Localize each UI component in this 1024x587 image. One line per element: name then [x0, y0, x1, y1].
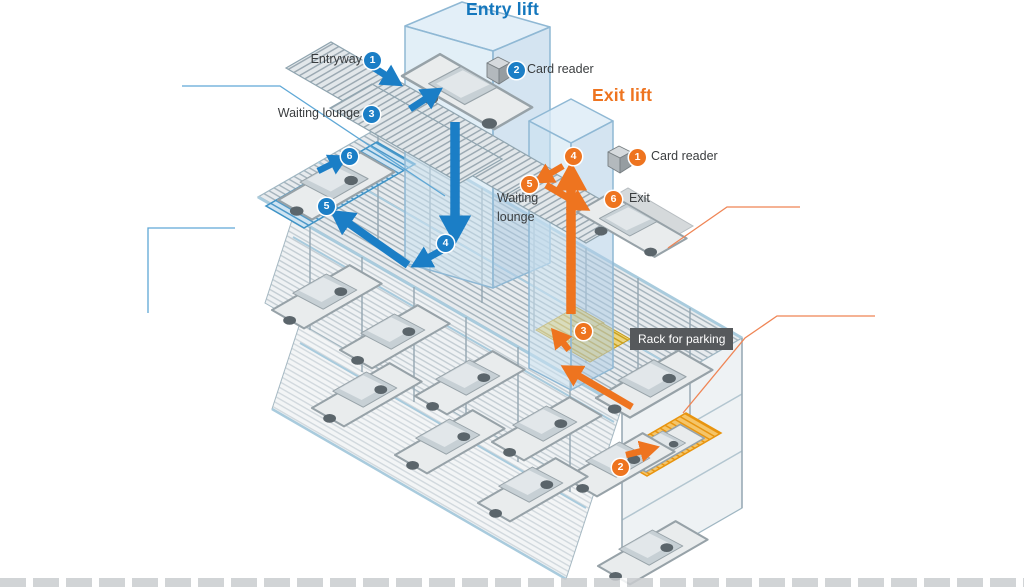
- arrow-to-lift-pallet: [550, 327, 573, 353]
- arrow-to-lounge: [533, 163, 565, 184]
- leader-orange-rack: [682, 315, 875, 414]
- arrow-to-lift: [408, 87, 443, 112]
- annotation-leaders: [147, 85, 875, 414]
- rack-for-parking-label: Rack for parking: [630, 328, 734, 350]
- leader-blue-rack: [147, 227, 235, 313]
- entry-step-6-badge: 6: [341, 148, 358, 165]
- card-reader-entry-icon: [486, 56, 511, 85]
- card-reader-entry-label: Card reader: [527, 62, 594, 76]
- arrow-to-exit: [544, 181, 591, 211]
- entry-step-3-badge: 3: [363, 106, 380, 123]
- entry-step-1-badge: 1: [364, 52, 381, 69]
- entry-step-4-badge: 4: [437, 235, 454, 252]
- waiting-lounge-entry-label: Waiting lounge: [277, 106, 360, 120]
- exit-step-6-badge: 6: [605, 191, 622, 208]
- exit-step-2-badge: 2: [612, 459, 629, 476]
- entry-lift-title: Entry lift: [466, 0, 539, 19]
- exit-step-4-badge: 4: [565, 148, 582, 165]
- leader-orange-exit: [667, 206, 800, 249]
- arrow-aisle-move: [329, 209, 411, 269]
- entryway-label: Entryway: [310, 52, 362, 66]
- bottom-crop-strip: [0, 578, 1024, 587]
- waiting-lounge-exit-label: Waiting lounge: [497, 191, 539, 224]
- parked-car: [596, 520, 709, 586]
- exit-step-5-badge: 5: [521, 176, 538, 193]
- entry-step-5-badge: 5: [318, 198, 335, 215]
- exit-step-1-badge: 1: [629, 149, 646, 166]
- exit-flow-arrows: [533, 161, 660, 463]
- arrow-slot-out: [625, 440, 660, 463]
- entry-step-2-badge: 2: [508, 62, 525, 79]
- exit-label: Exit: [629, 191, 650, 205]
- card-reader-exit-icon: [607, 145, 632, 174]
- arrow-aisle-move: [560, 365, 634, 411]
- card-reader-exit-label: Card reader: [651, 149, 718, 163]
- exit-step-3-badge: 3: [575, 323, 592, 340]
- leader-blue-lift: [182, 85, 446, 197]
- exit-lift-title: Exit lift: [592, 85, 653, 105]
- arrow-into-slot: [316, 154, 349, 175]
